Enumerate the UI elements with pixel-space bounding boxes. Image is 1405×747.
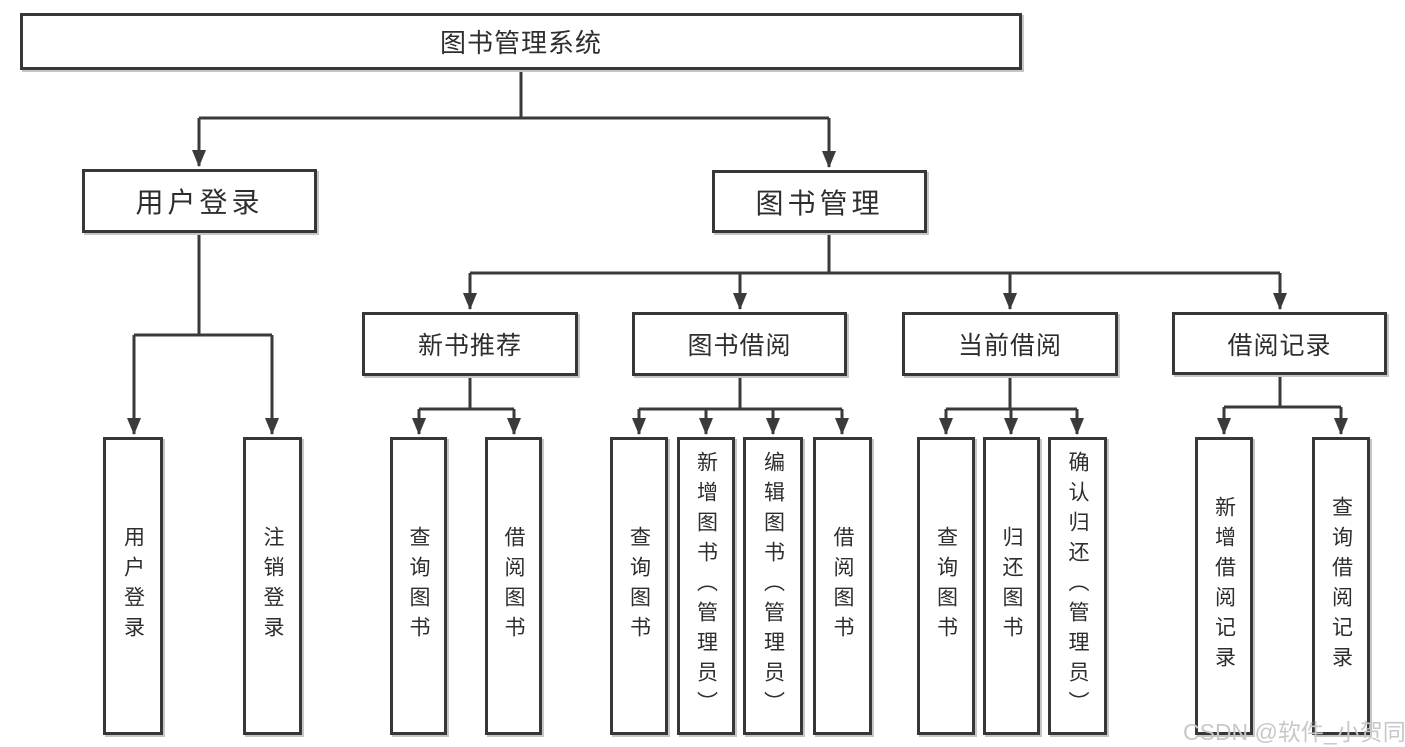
node-borrow-records: 借阅记录 xyxy=(1172,312,1387,375)
leaf-edit-book-admin: 编辑图书（管理员） xyxy=(743,437,803,735)
node-library-management-system: 图书管理系统 xyxy=(20,13,1022,70)
node-user-login: 用户登录 xyxy=(82,169,317,233)
leaf-label: 注销登录 xyxy=(261,526,284,646)
node-new-book-recommend: 新书推荐 xyxy=(362,312,578,376)
leaf-borrow-book: 借阅图书 xyxy=(813,437,872,735)
leaf-confirm-return-admin: 确认归还（管理员） xyxy=(1048,437,1107,735)
leaf-label: 编辑图书（管理员） xyxy=(761,451,785,721)
leaf-label: 查询借阅记录 xyxy=(1329,496,1353,676)
leaf-query-borrow-record: 查询借阅记录 xyxy=(1312,437,1370,735)
leaf-label: 查询图书 xyxy=(934,526,958,646)
node-label: 图书管理 xyxy=(755,187,884,219)
edges-root-to-level2 xyxy=(192,70,836,168)
node-label: 新书推荐 xyxy=(417,332,522,360)
edges-user-login-children xyxy=(127,233,279,435)
leaf-logout: 注销登录 xyxy=(243,437,302,735)
node-current-borrow: 当前借阅 xyxy=(902,312,1118,376)
edges-book-borrow-children xyxy=(632,376,849,435)
leaf-label: 新增图书（管理员） xyxy=(694,451,718,721)
edges-book-management-children xyxy=(463,233,1287,310)
leaf-label: 新增借阅记录 xyxy=(1212,496,1236,676)
edges-new-book-recommend-children xyxy=(412,376,521,435)
edges-borrow-records-children xyxy=(1217,375,1348,435)
leaf-query-book-current: 查询图书 xyxy=(917,437,975,735)
node-label: 用户登录 xyxy=(135,187,264,218)
node-book-management: 图书管理 xyxy=(712,170,927,233)
leaf-label: 借阅图书 xyxy=(502,526,525,646)
leaf-label: 确认归还（管理员） xyxy=(1066,451,1089,721)
node-book-borrow: 图书借阅 xyxy=(632,312,847,376)
node-label: 图书管理系统 xyxy=(439,28,602,58)
leaf-return-book: 归还图书 xyxy=(983,437,1040,735)
leaf-label: 借阅图书 xyxy=(831,526,854,646)
node-label: 当前借阅 xyxy=(957,332,1062,360)
leaf-label: 查询图书 xyxy=(627,526,651,646)
leaf-borrow-book-recommend: 借阅图书 xyxy=(485,437,542,735)
leaf-query-book-recommend: 查询图书 xyxy=(390,437,447,735)
csdn-watermark: CSDN @软件_小贺同学 xyxy=(1183,719,1405,745)
leaf-query-book-borrow: 查询图书 xyxy=(610,437,668,735)
leaf-add-book-admin: 新增图书（管理员） xyxy=(677,437,735,735)
node-label: 借阅记录 xyxy=(1227,331,1332,360)
leaf-label: 用户登录 xyxy=(121,526,145,646)
edges-current-borrow-children xyxy=(939,376,1084,435)
leaf-add-borrow-record: 新增借阅记录 xyxy=(1195,437,1253,735)
leaf-label: 归还图书 xyxy=(1000,526,1023,646)
node-label: 图书借阅 xyxy=(687,332,792,360)
leaf-label: 查询图书 xyxy=(407,526,430,646)
leaf-user-login: 用户登录 xyxy=(103,437,163,735)
